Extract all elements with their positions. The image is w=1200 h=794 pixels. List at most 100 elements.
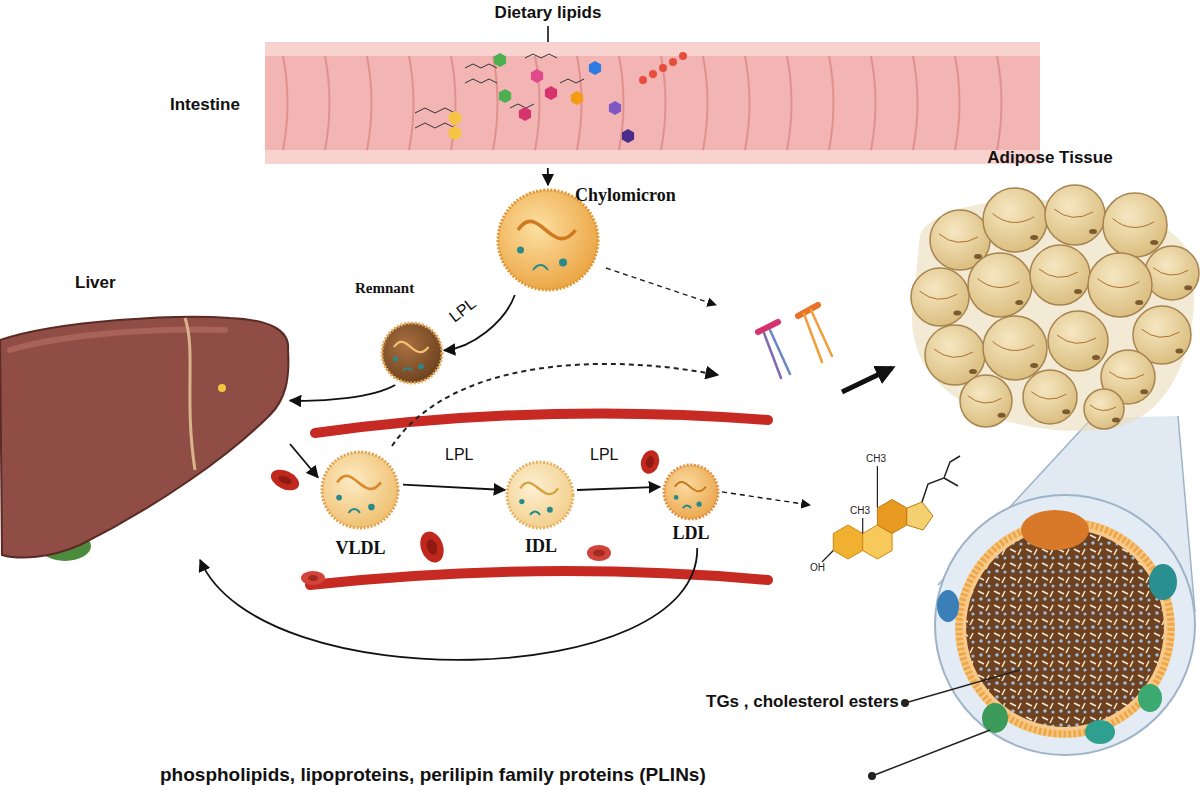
illustration-polygon: [499, 89, 511, 103]
liver-organ: Liver: [0, 270, 290, 560]
illustration-ellipse: [1150, 240, 1158, 245]
node-heading: Liver: [75, 273, 116, 293]
illustration-ellipse: [969, 369, 977, 374]
illustration-path: [493, 56, 498, 150]
illustration-path: [349, 509, 360, 513]
illustration-ellipse: [1135, 300, 1143, 305]
illustration-path: [993, 214, 1035, 223]
illustration-polygon: [877, 500, 906, 534]
illustration-line: [811, 310, 832, 356]
illustration-ellipse: [1021, 510, 1089, 550]
illustration-path: [934, 349, 973, 357]
illustration-rect: [265, 42, 1040, 164]
illustration-ellipse: [953, 310, 961, 315]
illustration-circle: [1045, 185, 1105, 245]
particle-label: LDL: [660, 523, 722, 544]
illustration-circle: [983, 316, 1047, 380]
illustration-ellipse: [1112, 418, 1120, 423]
illustration-circle: [418, 364, 424, 370]
illustration-circle: [559, 259, 567, 267]
illustration-path: [1057, 335, 1096, 343]
illustration-circle: [968, 253, 1032, 317]
illustration-path: [1109, 372, 1144, 380]
illustration-circle: [336, 495, 342, 501]
illustration-circle: [649, 70, 657, 78]
illustration-polygon: [519, 107, 531, 121]
illustration-circle: [664, 465, 718, 519]
illustration-circle: [639, 76, 647, 84]
illustration-path: [978, 279, 1020, 288]
illustration-line: [862, 518, 863, 534]
flow-arrow: [290, 385, 395, 401]
illustration-ellipse: [1092, 355, 1100, 360]
illustration-polyline: [944, 478, 958, 486]
illustration-ellipse: [1184, 285, 1192, 290]
illustration-path: [871, 56, 876, 150]
illustration-ellipse: [982, 703, 1008, 733]
illustration-ellipse: [1015, 300, 1023, 305]
illustration-path: [997, 56, 1002, 150]
illustration-line: [842, 368, 892, 392]
illustration-ellipse: [277, 474, 293, 486]
illustration-line: [758, 322, 778, 332]
illustration-g: [268, 448, 662, 585]
illustration-path: [939, 234, 978, 242]
illustration-circle: [983, 188, 1047, 252]
illustration-path: [325, 56, 330, 150]
illustration-path: [1098, 279, 1140, 288]
illustration-ellipse: [974, 254, 982, 259]
illustration-ellipse: [587, 545, 611, 561]
remnant-particle: Remnant: [352, 280, 444, 385]
illustration-path: [185, 318, 195, 470]
vldl-particle: VLDL: [318, 448, 403, 566]
illustration-line: [606, 268, 716, 305]
cholesterol-structure-shape: [810, 420, 960, 590]
illustration-path: [1153, 268, 1188, 276]
illustration-circle: [959, 522, 1171, 734]
chylomicron-particle: Chylomicron: [495, 185, 715, 295]
illustration-path: [403, 368, 412, 371]
flow-arrow: [444, 295, 515, 350]
illustration-polygon: [571, 91, 583, 105]
illustration-ellipse: [1149, 564, 1177, 600]
illustration-circle: [1145, 246, 1199, 300]
illustration-circle: [517, 247, 524, 254]
flow-arrow: [547, 168, 549, 185]
illustration-polygon: [449, 111, 461, 125]
illustration-line: [872, 730, 990, 776]
illustration-circle: [960, 375, 1012, 427]
illustration-circle: [368, 504, 375, 511]
illustration-ellipse: [425, 538, 440, 556]
illustration-polygon: [545, 86, 557, 100]
illustration-path: [283, 56, 288, 150]
illustration-path: [520, 483, 558, 494]
flow-arrow: [290, 444, 318, 478]
illustration-path: [0, 317, 288, 558]
illustration-ellipse: [645, 455, 656, 469]
illustration-path: [392, 364, 718, 446]
illustration-ellipse: [593, 550, 605, 557]
illustration-circle: [507, 462, 573, 528]
illustration-ellipse: [1138, 684, 1162, 712]
illustration-path: [829, 56, 834, 150]
illustration-circle: [1048, 311, 1108, 371]
illustration-ellipse: [1030, 235, 1038, 240]
illustration-path: [683, 506, 691, 509]
adipose-tissue-shape: [900, 145, 1200, 430]
callout-label: phospholipids, lipoproteins, perilipin f…: [160, 764, 706, 786]
illustration-line: [770, 330, 790, 374]
illustration-path: [518, 221, 576, 238]
node-heading: Intestine: [170, 95, 240, 115]
illustration-polygon: [907, 502, 933, 530]
illustration-polygon: [449, 126, 461, 140]
illustration-ellipse: [268, 466, 303, 495]
illustration-path: [703, 56, 708, 150]
illustration-ellipse: [1089, 229, 1097, 234]
intestine-band: Intestine: [165, 38, 1045, 168]
illustration-ellipse: [937, 590, 959, 622]
illustration-circle: [1023, 370, 1077, 424]
illustration-circle: [1030, 245, 1090, 305]
illustration-ellipse: [1062, 409, 1070, 414]
illustration-path: [530, 512, 540, 515]
